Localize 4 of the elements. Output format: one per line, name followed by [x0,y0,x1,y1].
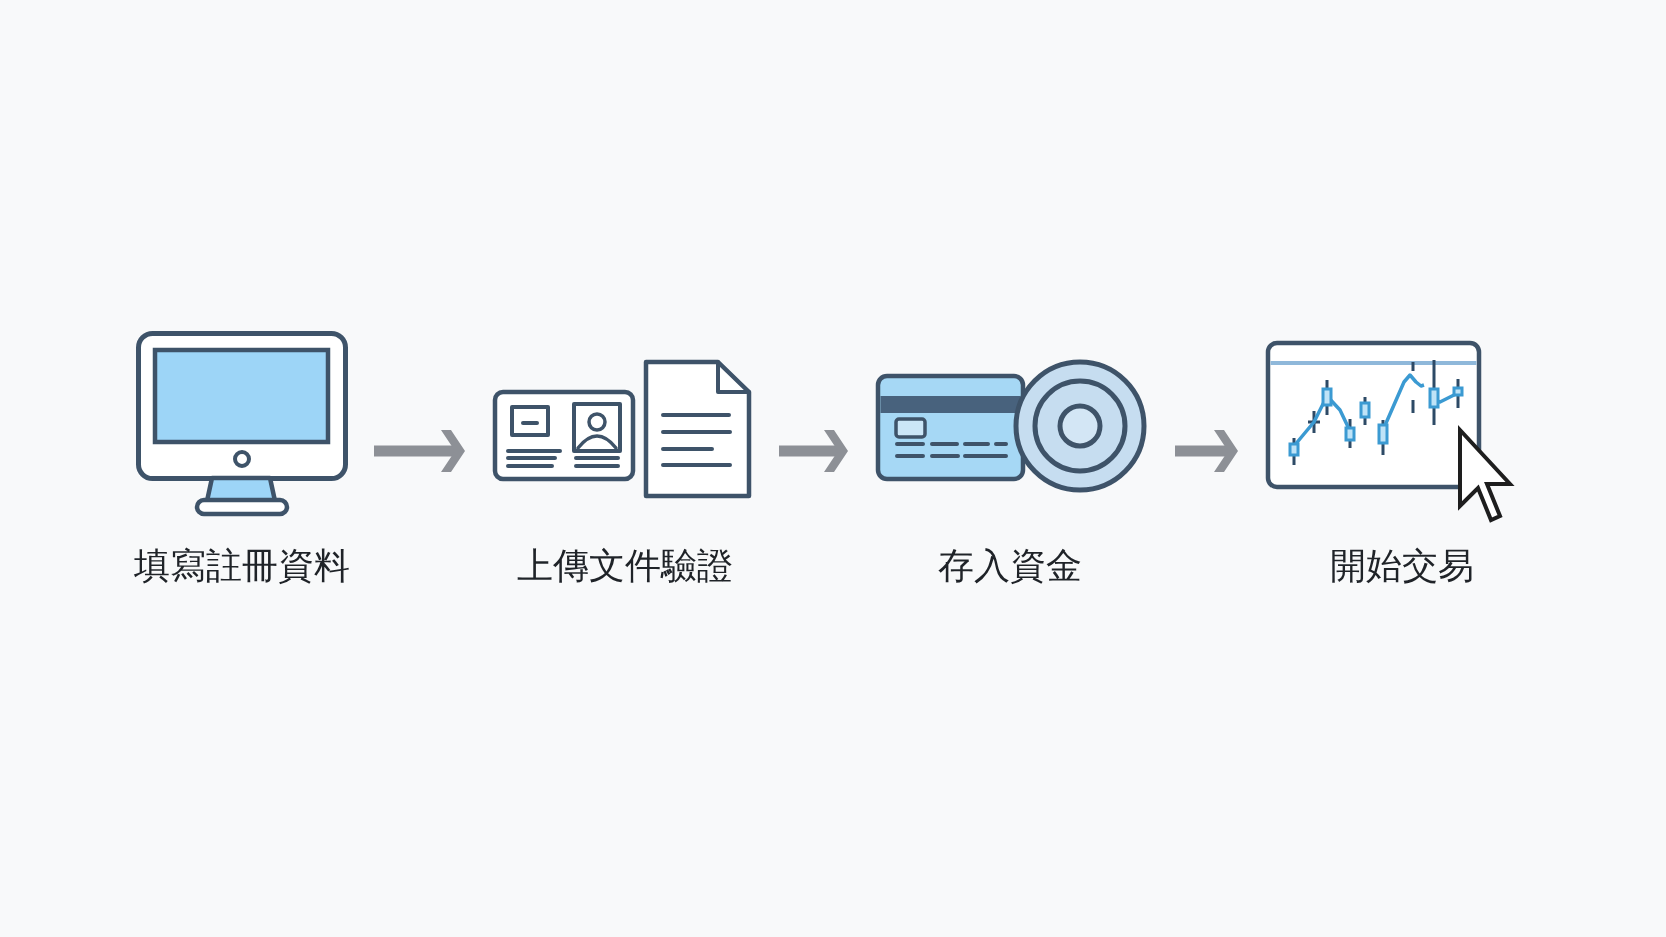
step-caption: 存入資金 [938,546,1082,586]
step-caption: 開始交易 [1330,546,1474,586]
step-caption: 填寫註冊資料 [134,546,350,586]
step-caption: 上傳文件驗證 [517,546,733,586]
